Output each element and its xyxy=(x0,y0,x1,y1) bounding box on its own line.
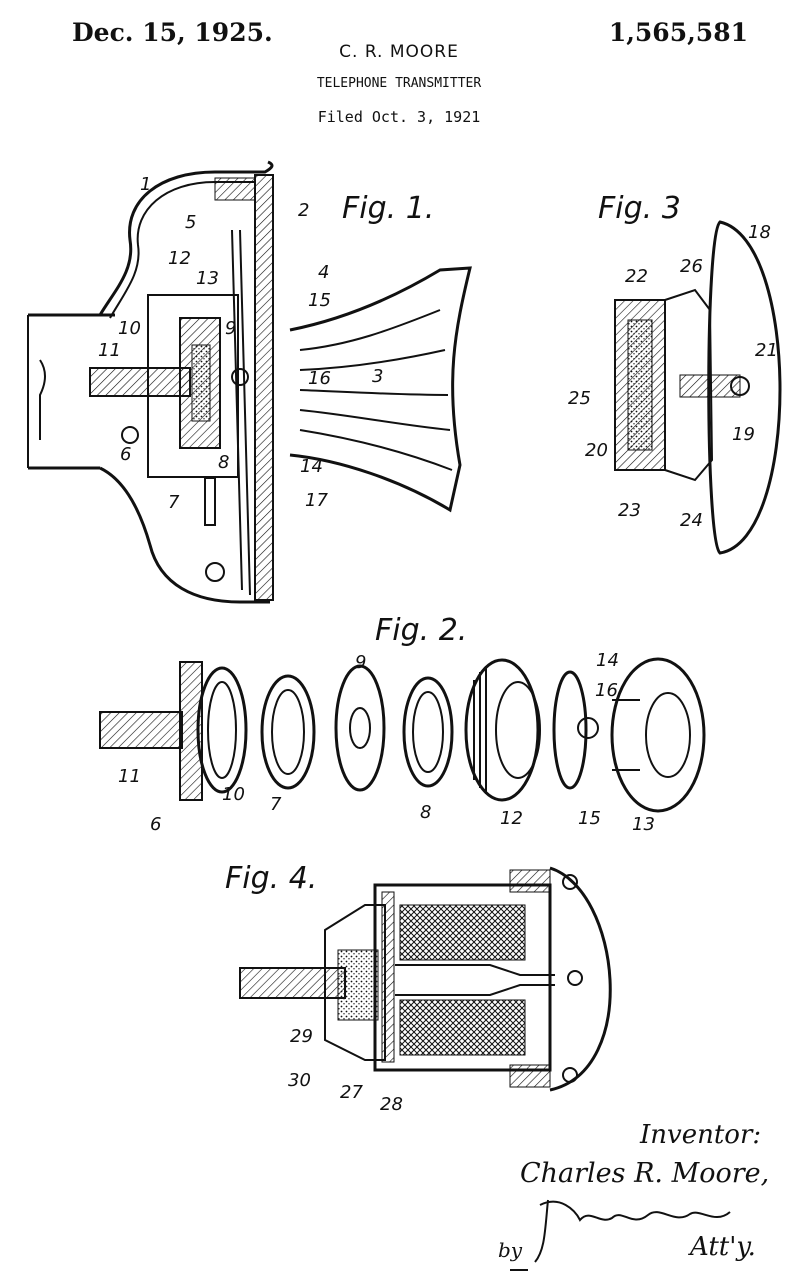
patent-date: Dec. 15, 1925. xyxy=(72,18,273,47)
figure-1: Fig. 1. 1 xyxy=(27,160,472,604)
svg-text:11: 11 xyxy=(118,766,141,787)
svg-text:9: 9 xyxy=(225,318,236,339)
svg-text:22: 22 xyxy=(625,266,648,287)
svg-text:15: 15 xyxy=(578,808,601,829)
svg-text:11: 11 xyxy=(98,340,121,361)
svg-text:7: 7 xyxy=(168,492,180,513)
svg-text:17: 17 xyxy=(305,490,328,511)
fig4-cover xyxy=(549,866,612,1092)
figure-2: Fig. 2. 9 xyxy=(99,613,706,835)
svg-text:3: 3 xyxy=(372,366,383,387)
svg-text:26: 26 xyxy=(680,256,703,277)
svg-text:27: 27 xyxy=(340,1082,363,1103)
fig1-carbon xyxy=(191,344,211,422)
fig4-numerals: 29 30 27 28 xyxy=(288,1026,403,1115)
fig4-carbon xyxy=(337,949,379,1021)
patent-number: 1,565,581 xyxy=(608,18,748,47)
svg-text:10: 10 xyxy=(118,318,141,339)
svg-text:29: 29 xyxy=(290,1026,313,1047)
fig2-disk-9 xyxy=(334,664,386,792)
filing-date: Filed Oct. 3, 1921 xyxy=(317,108,481,126)
svg-text:15: 15 xyxy=(308,290,331,311)
svg-text:9: 9 xyxy=(355,652,366,673)
svg-text:5: 5 xyxy=(185,212,196,233)
fig2-ring-8 xyxy=(402,676,454,788)
svg-text:23: 23 xyxy=(618,500,641,521)
attorney-label: Att'y. xyxy=(690,1232,756,1262)
fig4-coil-upper xyxy=(399,904,526,961)
by-label: by xyxy=(498,1238,523,1262)
svg-text:16: 16 xyxy=(308,368,331,389)
svg-text:25: 25 xyxy=(568,388,591,409)
inventor-label: Inventor: xyxy=(640,1120,762,1150)
svg-text:21: 21 xyxy=(755,340,778,361)
fig2-cup xyxy=(179,661,203,801)
svg-text:24: 24 xyxy=(680,510,703,531)
fig4-label: Fig. 4. xyxy=(225,861,317,896)
svg-text:30: 30 xyxy=(288,1070,311,1091)
svg-text:20: 20 xyxy=(585,440,608,461)
svg-text:13: 13 xyxy=(632,814,655,835)
svg-text:8: 8 xyxy=(420,802,431,823)
fig3-numerals: 18 22 26 21 25 19 20 23 24 xyxy=(568,222,778,531)
svg-text:12: 12 xyxy=(168,248,191,269)
inventor-name: Charles R. Moore, xyxy=(520,1158,770,1189)
fig1-mouthpiece xyxy=(289,266,472,513)
svg-text:7: 7 xyxy=(270,794,282,815)
figure-3: Fig. 3 18 22 26 21 25 19 20 23 24 xyxy=(568,191,782,555)
fig1-front-plate xyxy=(254,174,274,601)
inventor-heading: C. R. MOORE xyxy=(339,42,459,62)
fig2-numerals: 9 14 16 11 10 6 7 8 12 15 13 xyxy=(118,650,655,835)
fig2-label: Fig. 2. xyxy=(375,613,467,648)
fig4-stem xyxy=(239,967,346,999)
svg-text:4: 4 xyxy=(318,262,329,283)
svg-text:14: 14 xyxy=(300,456,323,477)
svg-text:1: 1 xyxy=(140,174,151,195)
patent-title: TELEPHONE TRANSMITTER xyxy=(316,76,482,91)
fig4-coil-lower xyxy=(399,999,526,1056)
fig2-threaded-ring-12 xyxy=(464,658,540,802)
fig2-ring-7 xyxy=(260,674,316,790)
fig2-nut-13 xyxy=(610,657,706,813)
figure-4: Fig. 4. 29 30 27 28 xyxy=(225,861,612,1115)
fig1-label: Fig. 1. xyxy=(342,191,434,226)
svg-text:13: 13 xyxy=(196,268,219,289)
fig4-case xyxy=(373,883,552,1072)
attorney-signature xyxy=(534,1199,731,1263)
svg-text:16: 16 xyxy=(595,680,618,701)
fig3-carbon xyxy=(627,319,653,451)
svg-text:14: 14 xyxy=(596,650,619,671)
svg-text:10: 10 xyxy=(222,784,245,805)
svg-text:18: 18 xyxy=(748,222,771,243)
svg-text:6: 6 xyxy=(120,444,131,465)
svg-text:28: 28 xyxy=(380,1094,403,1115)
fig2-diaphragm-15 xyxy=(552,670,588,790)
svg-text:2: 2 xyxy=(298,200,309,221)
fig1-housing xyxy=(98,160,274,604)
svg-text:12: 12 xyxy=(500,808,523,829)
fig3-label: Fig. 3 xyxy=(598,191,681,226)
fig1-numerals: 1 2 5 4 12 13 15 10 9 11 16 3 6 8 14 7 1… xyxy=(98,174,383,513)
fig2-stem xyxy=(99,711,183,749)
svg-text:6: 6 xyxy=(150,814,161,835)
fig1-stem xyxy=(89,367,191,397)
svg-text:8: 8 xyxy=(218,452,229,473)
svg-text:19: 19 xyxy=(732,424,755,445)
